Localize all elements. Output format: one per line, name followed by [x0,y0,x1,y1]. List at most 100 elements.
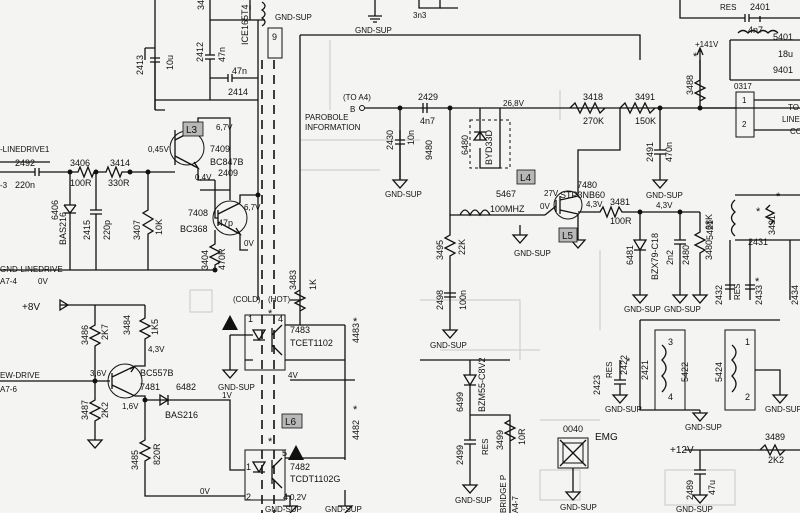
label-l3: L3 [186,125,198,136]
tag-l5 [558,227,578,243]
label-1-6v: 1,6V [122,402,139,411]
label-tcet1102: TCET1102 [290,338,333,348]
label-pin4-5422: 4 [668,392,673,402]
label-stp3nb60: STP3NB60 [560,190,605,200]
label-2431: 2431 [748,237,768,247]
label-bc847b: BC847B [210,157,244,167]
label-4483: 4483 [351,323,361,343]
label-3486: 3486 [80,325,90,345]
label-141v: +141V [695,40,719,49]
label-cold: (COLD) [233,295,261,304]
label-pin5-7482: 5 [282,448,287,458]
label-plus-8v: +8V [22,302,40,313]
label-pin1-7483: 1 [248,314,253,324]
label-0-4v: 0,4V [195,173,212,182]
star-4483: * [353,316,358,328]
label-4n7: 4n7 [420,116,435,126]
label-tcdt1102g: TCDT1102G [290,474,340,484]
label-3491: 3491 [635,92,655,102]
label-4v: 4V [288,371,298,380]
label-res-2499: RES [481,439,490,455]
star-4482: * [353,404,358,416]
label-100r-b: 100R [610,216,632,226]
label-22k: 22K [457,239,467,255]
label-2423: 2423 [592,375,602,395]
label-gnd-sup-10: GND-SUP [325,505,362,513]
ground-symbols [283,225,709,513]
label-4482: 4482 [351,420,361,440]
label-100r: 100R [70,178,92,188]
label-bzm55: BZM55-C8V2 [477,357,487,412]
tag-l4 [516,169,536,185]
label-2421: 2421 [640,360,650,380]
label-gnd-sup-4: GND-SUP [646,191,683,200]
label-res-2423: RES [605,362,614,378]
bottom-right [611,319,800,504]
label-3414: 3414 [110,158,130,168]
label-gnd-sup-13: GND-SUP [685,423,722,432]
label-2498: 2498 [435,290,445,310]
label-res-2432: RES [733,284,742,300]
label-5422: 5422 [680,362,690,382]
label-to: TO [788,103,799,112]
label-9401: 9401 [773,65,793,75]
label-2412: 2412 [195,42,205,62]
label-2422: 2422 [619,355,629,375]
label-gnd-sup-12: GND-SUP [605,405,642,414]
label-3485: 3485 [130,450,140,470]
label-7409: 7409 [210,144,230,154]
label-1v: 1V [222,391,232,400]
label-6-7v: 6,7V [216,123,233,132]
label-6480: 6480 [460,135,470,155]
label-3407: 3407 [132,220,142,240]
star-2431: * [756,206,761,218]
label-information: INFORMATION [305,123,361,132]
label-5421: 5421 [705,220,715,240]
label-100mhz: 100MHZ [490,204,525,214]
label-gnd-sup-2: GND-SUP [355,26,392,35]
label-pin2-5424: 2 [745,392,750,402]
label-3404: 3404 [200,250,210,270]
label-330r: 330R [108,178,130,188]
label-6482: 6482 [176,382,196,392]
label-gnd-sup-14: GND-SUP [765,405,800,414]
label-linedrive1: -LINEDRIVE1 [0,145,50,154]
label-2429: 2429 [418,92,438,102]
label-l6: L6 [285,417,297,428]
label-4-3v: 4,3V [586,200,603,209]
label-gnd-sup-15: GND-SUP [455,496,492,505]
top-right [679,0,800,138]
label-pin9: 9 [272,32,277,42]
label-gnd-sup-8: GND-SUP [430,341,467,350]
label-7408: 7408 [188,208,208,218]
label-9480: 9480 [424,140,434,160]
label-3480: 3480 [704,240,714,260]
label-ew-drive: EW-DRIVE [0,371,40,380]
label-gnd-sup-16: GND-SUP [560,503,597,512]
label-0317: 0317 [734,82,752,91]
label-470n: 470n [664,142,674,162]
label-6481: 6481 [625,245,635,265]
label-47p: 47p [218,218,233,228]
label-bc557b: BC557B [140,368,174,378]
label-2k2-b: 2K2 [768,455,784,465]
top-left-network [144,0,283,140]
label-5424: 5424 [714,362,724,382]
label-3481: 3481 [610,197,630,207]
label-2492: 2492 [15,158,35,168]
label-820r: 820R [152,443,162,465]
label-bzx79: BZX79-C18 [650,233,660,280]
label-10n: 10n [406,130,416,145]
label-gnd-linedrive: GND-LINEDRIVE [0,265,63,274]
label-3n3: 3n3 [413,11,427,20]
label-pin2-0317: 2 [742,120,747,129]
label-1k5: 1K5 [150,319,160,335]
label-5401: 5401 [773,32,793,42]
label-bas216: BAS216 [58,212,68,245]
star-7483: * [268,308,273,320]
label-2k7: 2K7 [100,324,110,340]
label-gnd-sup-9: GND-SUP [265,505,302,513]
label-27v: 27V [544,189,559,198]
